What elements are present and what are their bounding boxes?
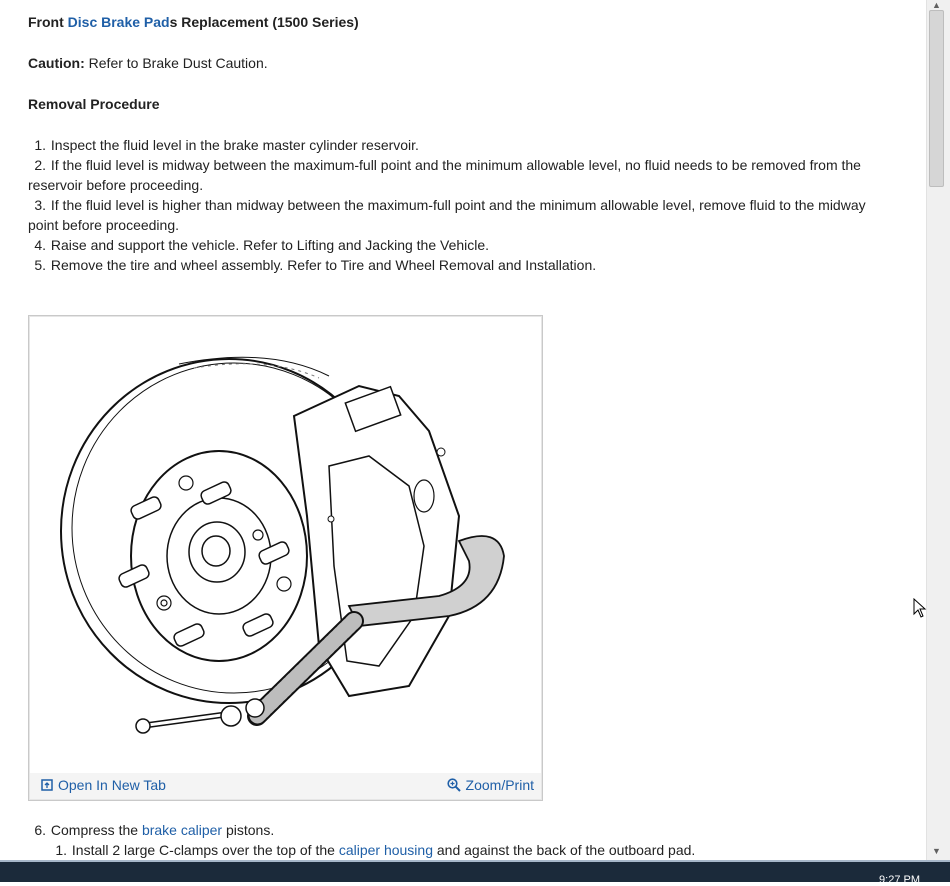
figure-toolbar: Open In New Tab Zoom/Print	[30, 773, 541, 799]
scrollbar-thumb[interactable]	[929, 10, 944, 187]
clock: 9:27 PM	[879, 874, 920, 886]
step-number: 1.	[34, 137, 46, 153]
brake-caliper-illustration[interactable]	[29, 316, 542, 774]
step-5: 5. Remove the tire and wheel assembly. R…	[28, 255, 898, 275]
step-number: 1.	[55, 842, 67, 858]
disc-brake-pad-link[interactable]: Disc Brake Pad	[67, 14, 170, 30]
step-text: If the fluid level is midway between the…	[28, 157, 861, 193]
step-6: 6. Compress the brake caliper pistons.	[28, 820, 898, 840]
open-in-new-tab-link[interactable]: Open In New Tab	[41, 777, 166, 793]
title-prefix: Front	[28, 14, 68, 30]
caution-note: Caution: Refer to Brake Dust Caution.	[28, 53, 268, 73]
step-2: 2. If the fluid level is midway between …	[28, 155, 898, 195]
taskbar: 9:27 PM	[0, 860, 950, 886]
scroll-down-arrow-icon[interactable]: ▼	[932, 846, 941, 856]
caution-label: Caution:	[28, 55, 85, 71]
step-number: 4.	[34, 237, 46, 253]
step-number: 5.	[34, 257, 46, 273]
open-in-new-tab-label: Open In New Tab	[58, 777, 166, 793]
page-title: Front Disc Brake Pads Replacement (1500 …	[28, 12, 359, 32]
step-number: 6.	[34, 822, 46, 838]
step-text: Remove the tire and wheel assembly. Refe…	[50, 257, 597, 273]
step-1: 1. Inspect the fluid level in the brake …	[28, 135, 898, 155]
zoom-print-label: Zoom/Print	[465, 777, 534, 793]
brake-illustration-figure: Open In New Tab Zoom/Print	[28, 315, 543, 801]
brake-caliper-link[interactable]: brake caliper	[141, 822, 223, 838]
step-3: 3. If the fluid level is higher than mid…	[28, 195, 898, 235]
step-text: Raise and support the vehicle. Refer to …	[50, 237, 490, 253]
step-text: pistons.	[222, 822, 275, 838]
step-4: 4. Raise and support the vehicle. Refer …	[28, 235, 898, 255]
step-text: Compress the	[50, 822, 142, 838]
mouse-cursor-icon	[913, 598, 927, 618]
caution-text: Refer to Brake Dust Caution.	[84, 55, 268, 71]
substep-1: 1. Install 2 large C-clamps over the top…	[49, 840, 919, 860]
step-number: 3.	[34, 197, 46, 213]
scroll-up-arrow-icon[interactable]: ▲	[932, 0, 941, 10]
step-text: Inspect the fluid level in the brake mas…	[50, 137, 419, 153]
step-text: If the fluid level is higher than midway…	[28, 197, 866, 233]
vertical-scrollbar[interactable]: ▲ ▼	[926, 0, 950, 860]
caliper-housing-link[interactable]: caliper housing	[338, 842, 433, 858]
document-content: Front Disc Brake Pads Replacement (1500 …	[28, 12, 919, 860]
removal-heading: Removal Procedure	[28, 96, 160, 112]
zoom-print-link[interactable]: Zoom/Print	[446, 777, 534, 793]
zoom-icon	[446, 778, 461, 792]
step-text: and against the back of the outboard pad…	[432, 842, 696, 858]
step-text: Install 2 large C-clamps over the top of…	[71, 842, 339, 858]
open-new-tab-icon	[41, 779, 53, 791]
title-suffix: s Replacement (1500 Series)	[169, 14, 359, 30]
step-number: 2.	[34, 157, 46, 173]
